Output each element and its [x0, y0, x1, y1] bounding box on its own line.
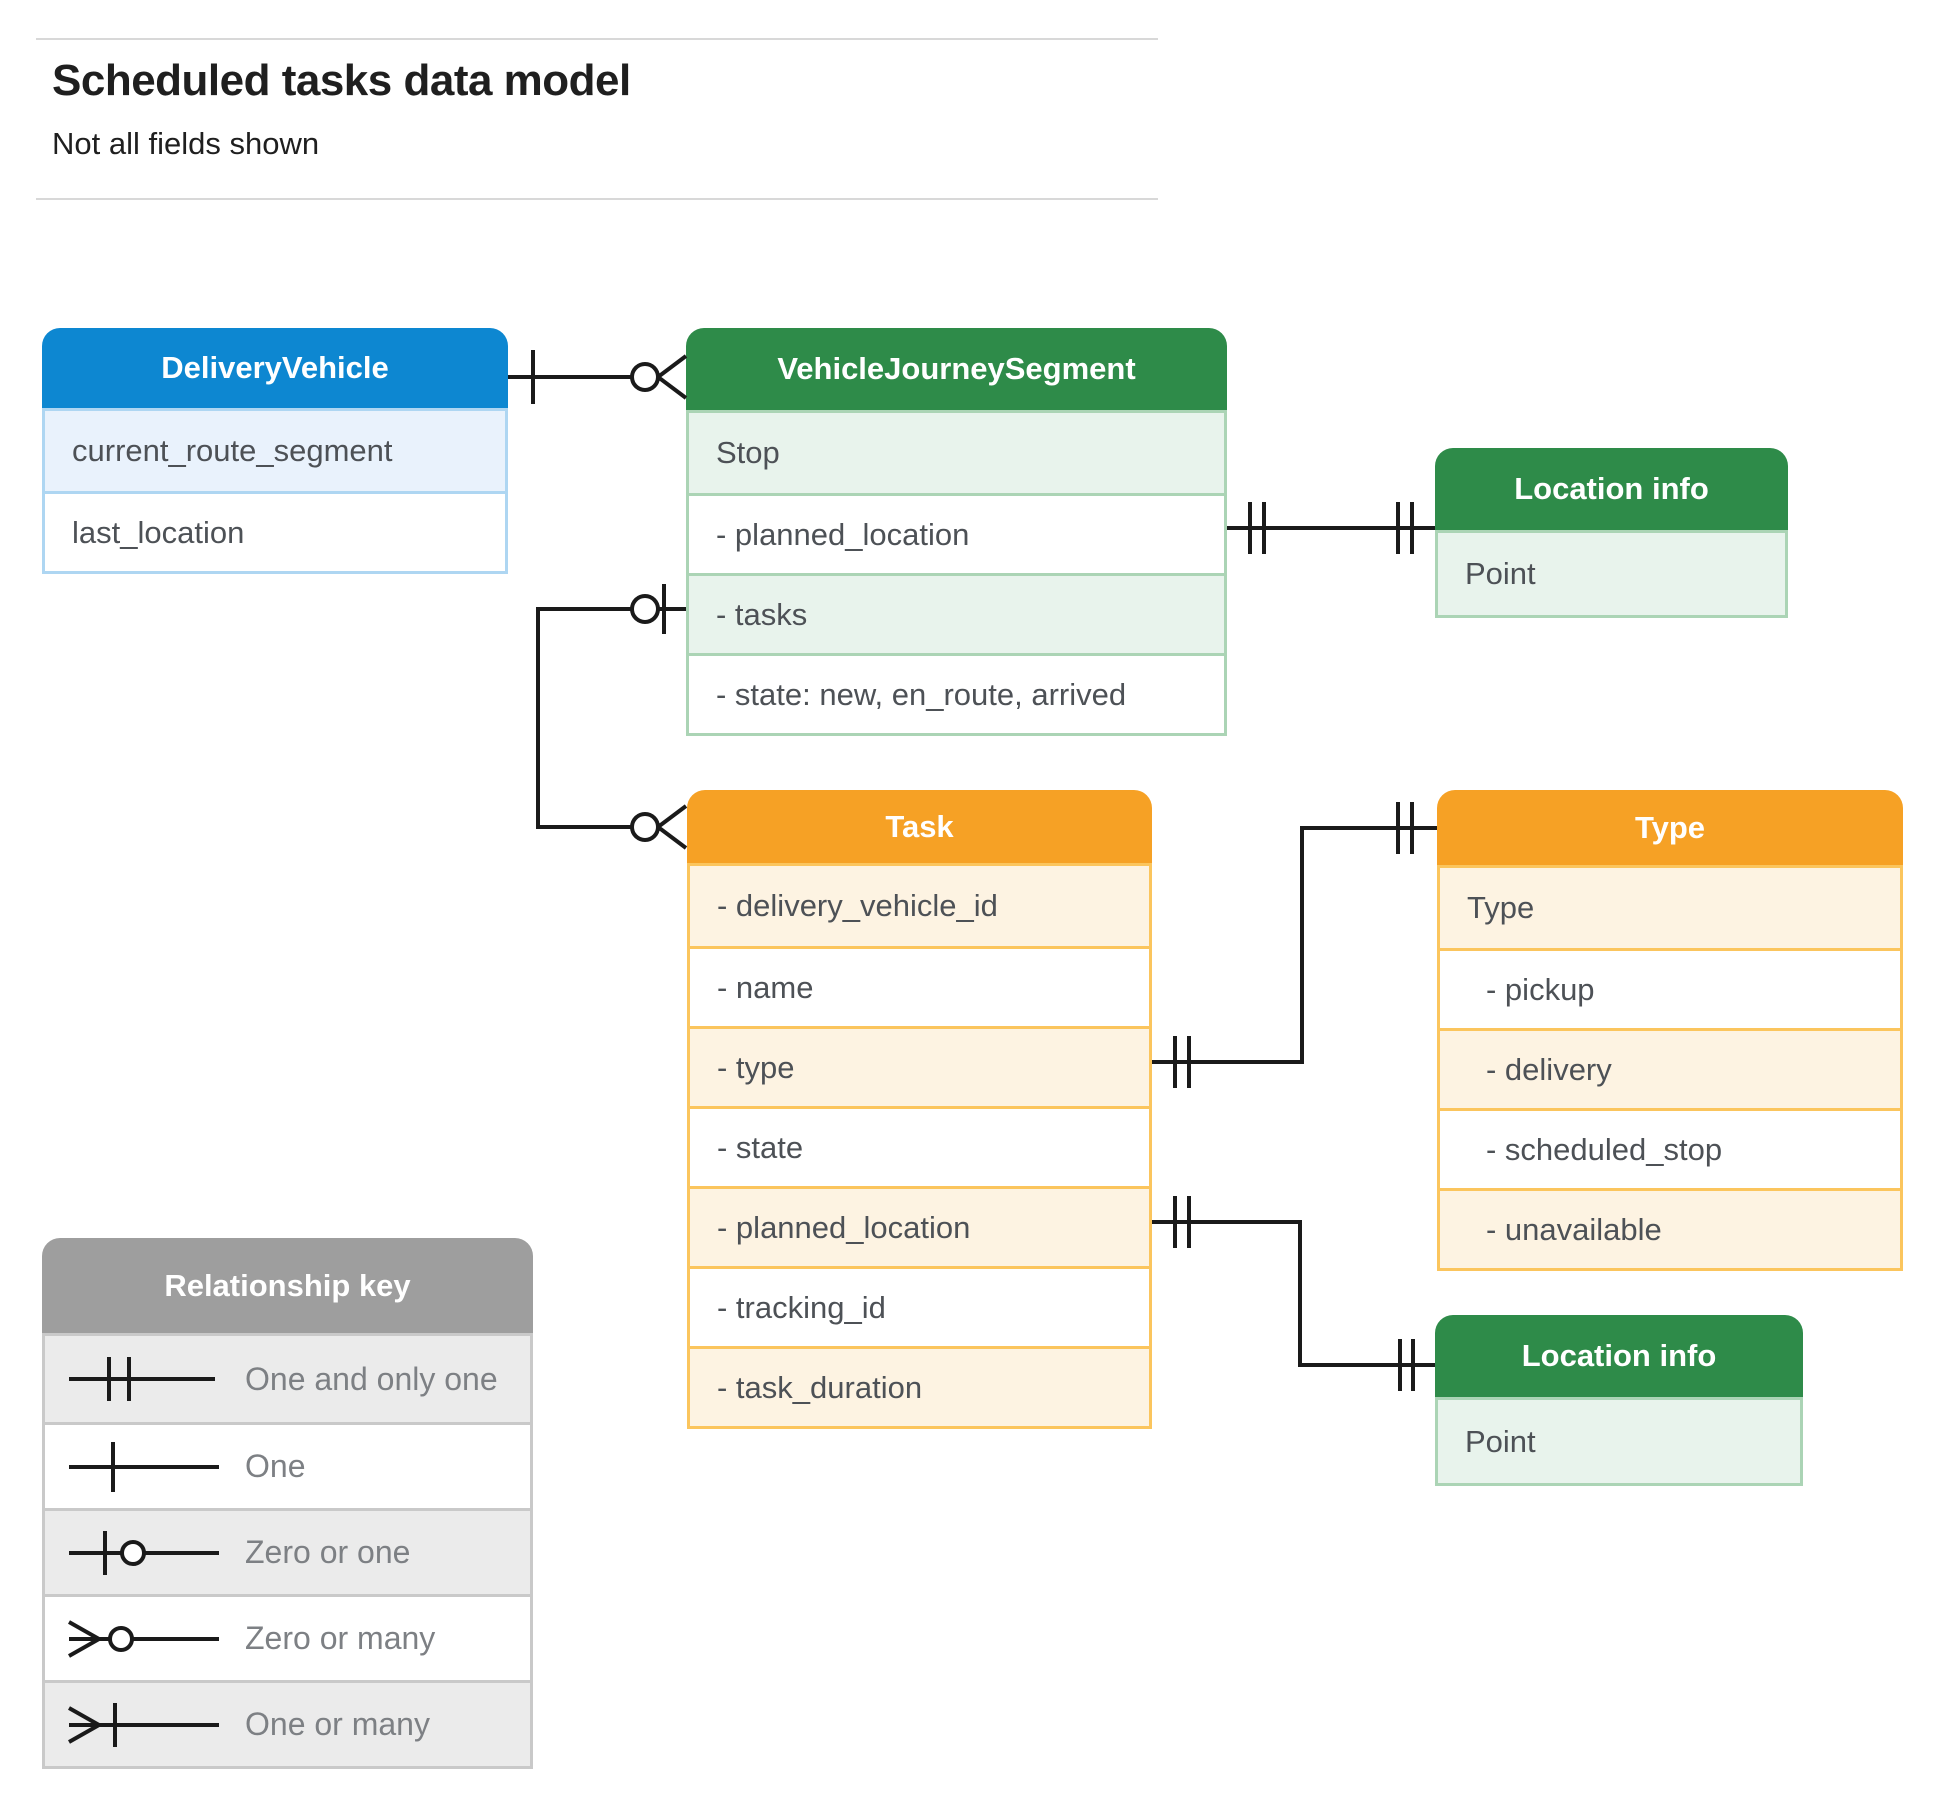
- connector-task-locationinfo-bottom: [1152, 1196, 1435, 1391]
- entity-fields: current_route_segment last_location: [42, 408, 508, 574]
- connector-deliveryvehicle-vehiclejourneysegment: [508, 350, 688, 404]
- connector-task-type: [1152, 802, 1437, 1088]
- entity-fields: Point: [1435, 530, 1788, 618]
- relationship-key-title: Relationship key: [42, 1238, 533, 1333]
- relationship-key: Relationship key One and only one One Ze…: [42, 1238, 533, 1769]
- entity-field: - pickup: [1440, 948, 1900, 1028]
- entity-field: - planned_location: [690, 1186, 1149, 1266]
- entity-field: - delivery: [1440, 1028, 1900, 1108]
- entity-type: Type Type - pickup - delivery - schedule…: [1437, 790, 1903, 1271]
- entity-title: DeliveryVehicle: [42, 328, 508, 408]
- one-or-many-icon: [63, 1695, 223, 1755]
- heading-divider: [36, 198, 1158, 200]
- legend-item-label: One or many: [245, 1706, 430, 1742]
- one-and-only-one-icon: [63, 1349, 223, 1409]
- legend-item: One and only one: [45, 1336, 530, 1422]
- legend-item-label: One and only one: [245, 1360, 498, 1397]
- legend-item: One: [45, 1422, 530, 1508]
- entity-field: Point: [1438, 533, 1785, 615]
- legend-item: Zero or one: [45, 1508, 530, 1594]
- entity-field: Stop: [689, 413, 1224, 493]
- one-icon: [63, 1437, 223, 1497]
- entity-fields: Point: [1435, 1397, 1803, 1486]
- entity-title: Type: [1437, 790, 1903, 865]
- entity-field: Point: [1438, 1400, 1800, 1483]
- zero-or-one-icon: [63, 1523, 223, 1583]
- legend-item: Zero or many: [45, 1594, 530, 1680]
- entity-title: VehicleJourneySegment: [686, 328, 1227, 410]
- relationship-key-items: One and only one One Zero or one Zero or…: [42, 1333, 533, 1769]
- entity-fields: - delivery_vehicle_id - name - type - st…: [687, 863, 1152, 1429]
- entity-title: Location info: [1435, 448, 1788, 530]
- entity-field: - type: [690, 1026, 1149, 1106]
- legend-item-label: Zero or one: [245, 1534, 411, 1570]
- entity-fields: Type - pickup - delivery - scheduled_sto…: [1437, 865, 1903, 1271]
- entity-vehicle-journey-segment: VehicleJourneySegment Stop - planned_loc…: [686, 328, 1227, 736]
- legend-item-label: Zero or many: [245, 1620, 436, 1656]
- entity-field: - task_duration: [690, 1346, 1149, 1426]
- entity-field: - name: [690, 946, 1149, 1026]
- entity-field: - planned_location: [689, 493, 1224, 573]
- entity-field: - tasks: [689, 573, 1224, 653]
- entity-field: - state: new, en_route, arrived: [689, 653, 1224, 733]
- entity-field: current_route_segment: [45, 411, 505, 491]
- legend-item: One or many: [45, 1680, 530, 1766]
- entity-field: - tracking_id: [690, 1266, 1149, 1346]
- entity-field: - state: [690, 1106, 1149, 1186]
- entity-location-info-top: Location info Point: [1435, 448, 1788, 618]
- page-title: Scheduled tasks data model: [52, 56, 631, 105]
- entity-delivery-vehicle: DeliveryVehicle current_route_segment la…: [42, 328, 508, 574]
- page-subtitle: Not all fields shown: [52, 126, 320, 161]
- zero-or-many-icon: [63, 1609, 223, 1669]
- entity-field: - scheduled_stop: [1440, 1108, 1900, 1188]
- top-divider: [36, 38, 1158, 40]
- entity-field: last_location: [45, 491, 505, 571]
- connector-vjs-task: [536, 584, 688, 850]
- entity-field: - unavailable: [1440, 1188, 1900, 1268]
- entity-title: Location info: [1435, 1315, 1803, 1397]
- legend-item-label: One: [245, 1448, 306, 1484]
- connector-vjs-locationinfo-top: [1227, 502, 1435, 554]
- entity-field: - delivery_vehicle_id: [690, 866, 1149, 946]
- entity-fields: Stop - planned_location - tasks - state:…: [686, 410, 1227, 736]
- entity-field: Type: [1440, 868, 1900, 948]
- entity-location-info-bottom: Location info Point: [1435, 1315, 1803, 1486]
- entity-title: Task: [687, 790, 1152, 863]
- entity-task: Task - delivery_vehicle_id - name - type…: [687, 790, 1152, 1429]
